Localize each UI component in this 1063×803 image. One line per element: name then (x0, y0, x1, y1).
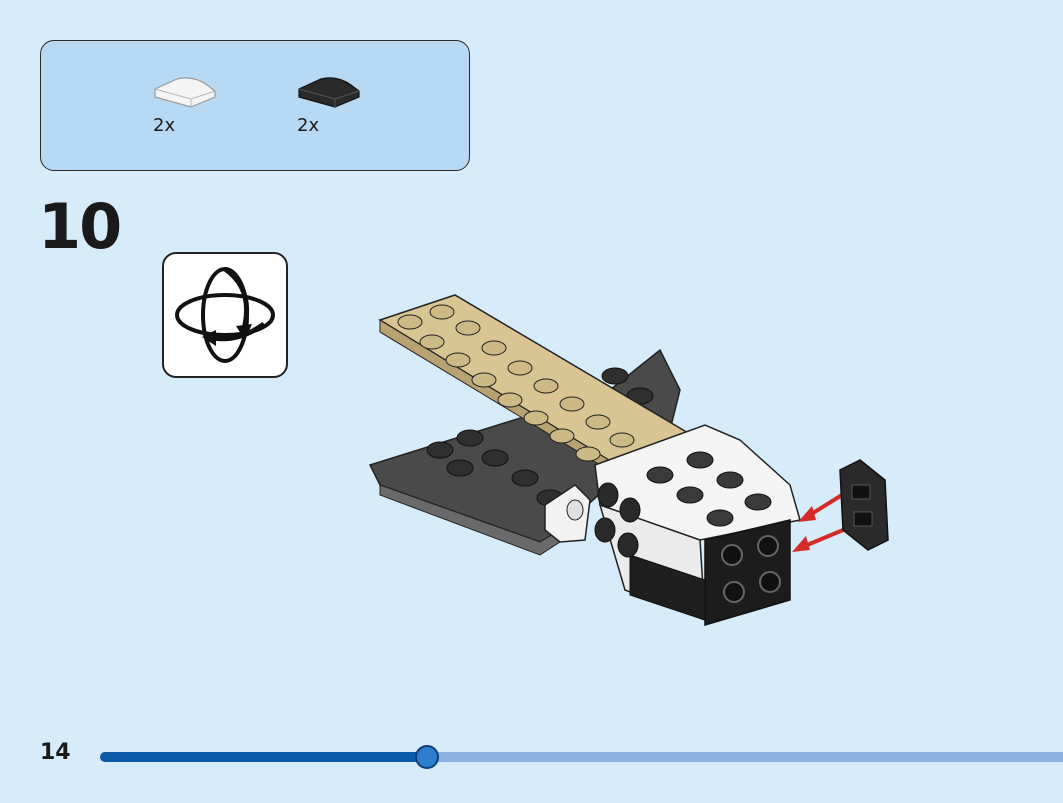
white-clip-piece (544, 484, 591, 543)
part-item-black-slope (295, 71, 375, 111)
tan-plate-studs (397, 304, 635, 462)
white-curved-slope-icon (154, 77, 216, 108)
page-number: 14 (40, 740, 71, 765)
black-bracket-piece (839, 459, 889, 551)
progress-bar-knob[interactable] (415, 745, 440, 769)
black-front-block (704, 519, 791, 627)
part-quantity: 2x (297, 115, 320, 136)
progress-bar[interactable] (100, 745, 1063, 769)
black-curved-slope-icon (298, 77, 360, 108)
rotate-model-icon (175, 266, 275, 363)
part-item-white-slope (151, 71, 231, 111)
rotate-instruction-box (162, 252, 288, 378)
parts-list-panel: 2x 2x (40, 40, 470, 171)
step-number: 10 (38, 190, 122, 263)
part-quantity: 2x (153, 115, 176, 136)
body-studs (594, 451, 772, 558)
model-assembly-illustration (368, 294, 889, 627)
progress-bar-fill (100, 752, 428, 762)
